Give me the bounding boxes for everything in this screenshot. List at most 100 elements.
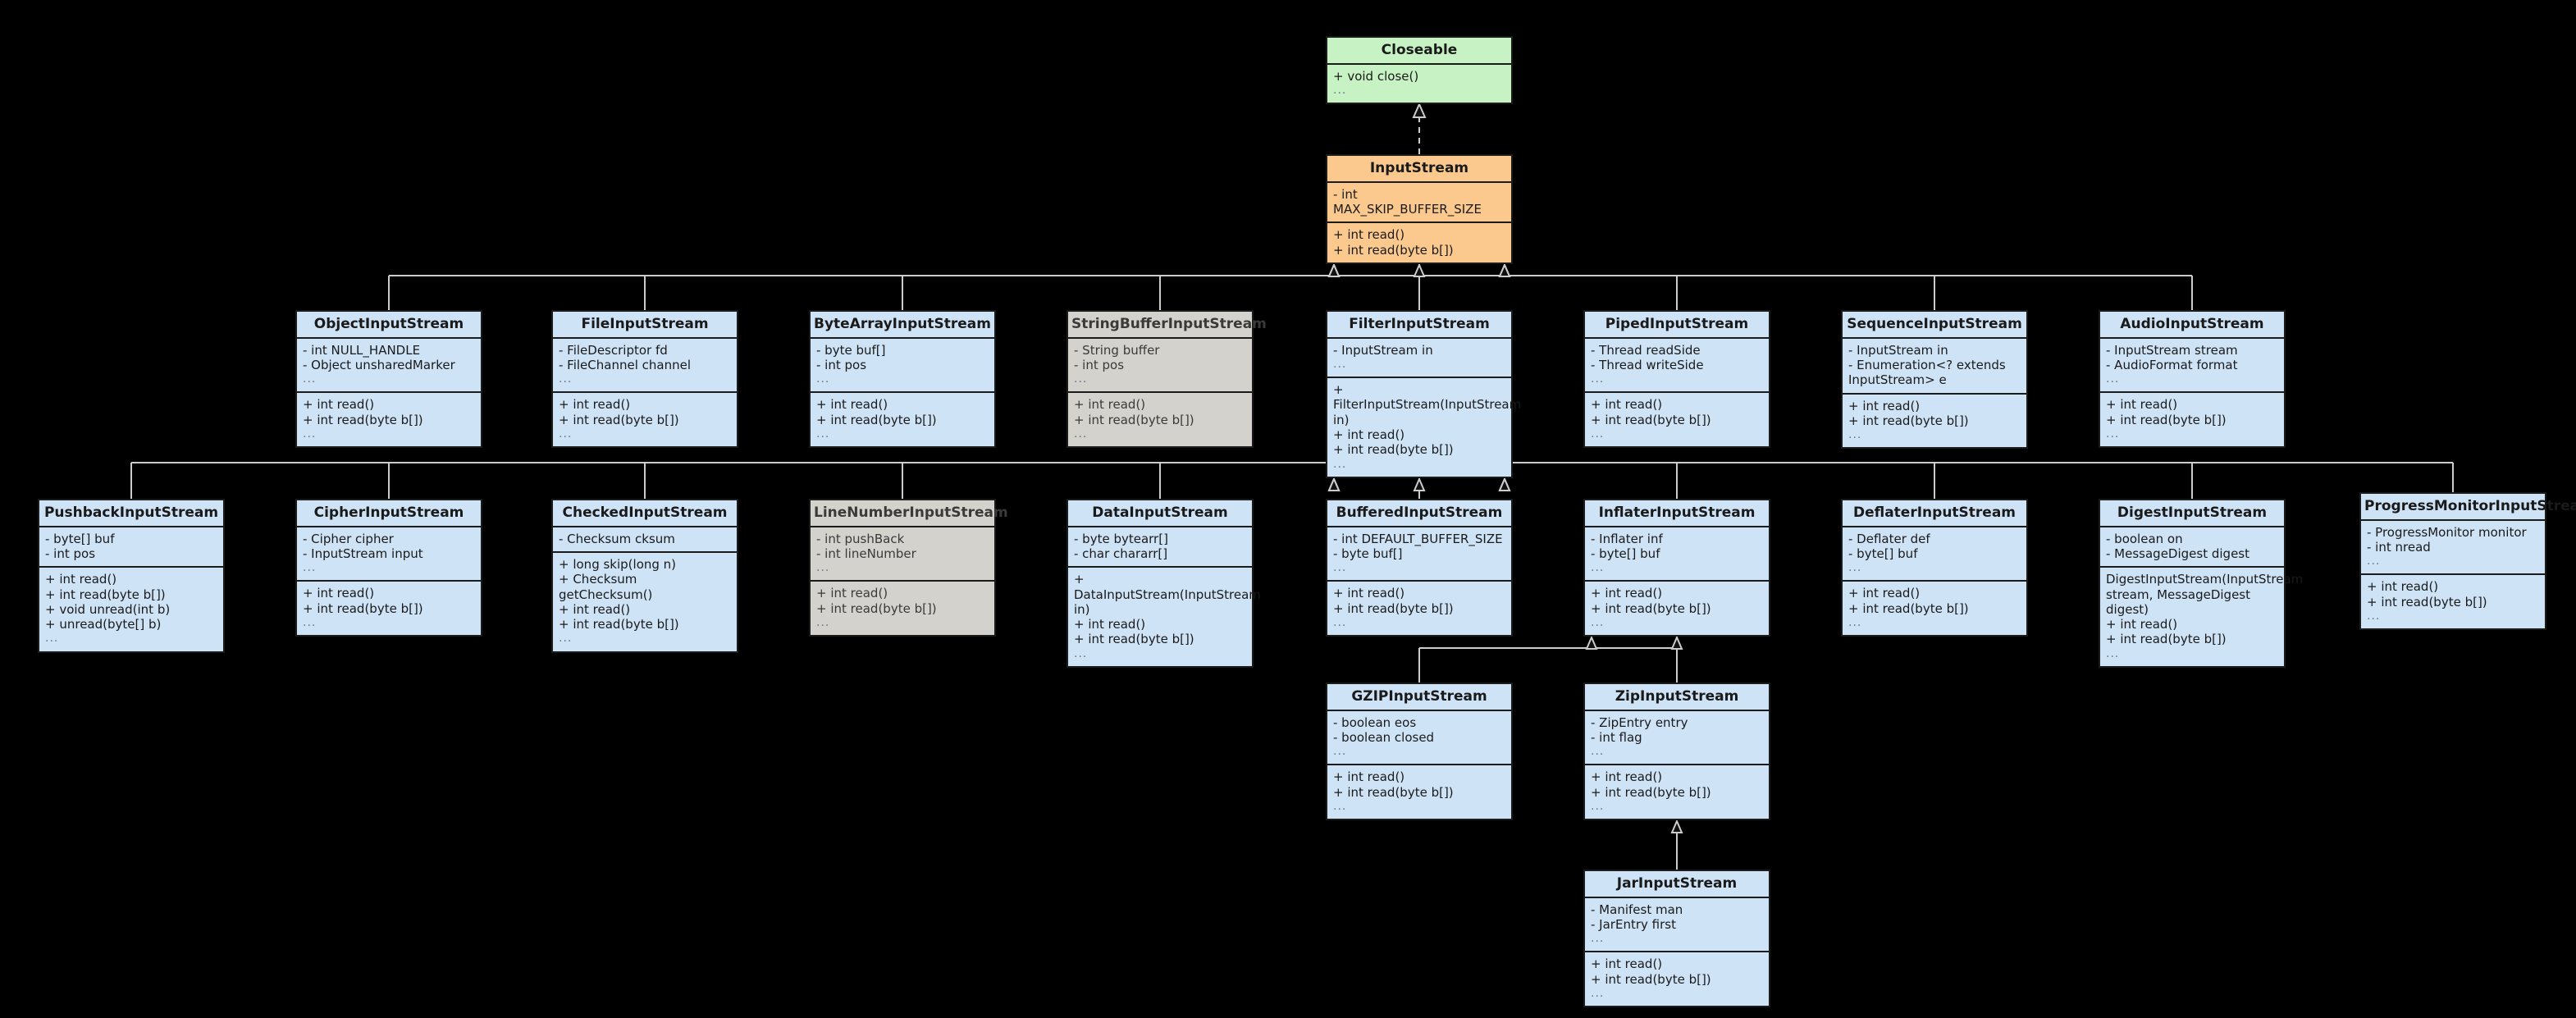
uml-class-audioinputstream[interactable]: AudioInputStream- InputStream stream- Au…	[2099, 310, 2286, 449]
ellipsis-marker: ...	[2106, 646, 2120, 660]
attribute-line: - boolean on	[2106, 531, 2183, 546]
attributes-compartment: - Deflater def- byte[] buf...	[1843, 527, 2026, 582]
method-line: + Checksum getChecksum()	[559, 572, 653, 602]
uml-class-deflaterinputstream[interactable]: DeflaterInputStream- Deflater def- byte[…	[1841, 499, 2028, 637]
method-line: + int read(byte b[])	[1333, 600, 1454, 616]
ellipsis-marker: ...	[1074, 427, 1088, 441]
uml-class-filterinputstream[interactable]: FilterInputStream- InputStream in...+ Fi…	[1326, 310, 1522, 478]
class-name: ObjectInputStream	[297, 312, 481, 339]
uml-class-digestinputstream[interactable]: DigestInputStream- boolean on- MessageDi…	[2099, 499, 2303, 668]
method-line: + int read()	[559, 397, 631, 413]
attribute-line: - FileChannel channel	[559, 357, 691, 372]
ellipsis-marker: ...	[559, 632, 573, 646]
attribute-line: - byte bytearr[]	[1074, 531, 1168, 546]
uml-class-pipedinputstream[interactable]: PipedInputStream- Thread readSide- Threa…	[1583, 310, 1770, 449]
uml-class-inflaterinputstream[interactable]: InflaterInputStream- Inflater inf- byte[…	[1583, 499, 1770, 637]
method-line: + int read()	[559, 601, 631, 617]
inheritance-arrowhead	[1327, 477, 1341, 491]
attributes-compartment: - Checksum cksum	[553, 527, 737, 553]
uml-class-linenumberinputstream[interactable]: LineNumberInputStream- int pushBack- int…	[809, 499, 1008, 637]
method-line: + int read(byte b[])	[1848, 600, 1969, 616]
uml-class-stringbufferinputstream[interactable]: StringBufferInputStream- String buffer- …	[1066, 310, 1267, 449]
methods-compartment: + DataInputStream(InputStream in)+ int r…	[1068, 568, 1261, 666]
method-line: + int read()	[2367, 579, 2439, 595]
attribute-line: - InputStream in	[1333, 342, 1433, 358]
methods-compartment: + int read()+ int read(byte b[])...	[297, 393, 481, 446]
ellipsis-marker: ...	[1591, 986, 1605, 1000]
attribute-line: - FileDescriptor fd	[559, 342, 668, 358]
method-line: + void unread(int b)	[45, 601, 171, 617]
method-line: + int read(byte b[])	[1333, 242, 1454, 258]
ellipsis-marker: ...	[816, 615, 830, 629]
uml-class-bufferedinputstream[interactable]: BufferedInputStream- int DEFAULT_BUFFER_…	[1326, 499, 1513, 637]
uml-class-closeable[interactable]: Closeable+ void close()...	[1326, 36, 1513, 105]
uml-class-zipinputstream[interactable]: ZipInputStream- ZipEntry entry- int flag…	[1583, 682, 1770, 821]
method-line: + int read()	[1333, 769, 1405, 785]
class-name: DataInputStream	[1068, 500, 1252, 527]
class-name: DeflaterInputStream	[1843, 500, 2026, 527]
method-line: + int read()	[1074, 397, 1146, 413]
attributes-compartment: - int NULL_HANDLE- Object unsharedMarker…	[297, 339, 481, 394]
attributes-compartment: - int MAX_SKIP_BUFFER_SIZE	[1327, 183, 1511, 224]
uml-class-fileinputstream[interactable]: FileInputStream - FileDescriptor fd- File…	[551, 310, 738, 449]
inheritance-arrowhead	[1413, 477, 1426, 491]
uml-class-objectinputstream[interactable]: ObjectInputStream- int NULL_HANDLE- Obje…	[295, 310, 482, 449]
attributes-compartment: - ZipEntry entry- int flag...	[1585, 711, 1769, 766]
attribute-line: - String buffer	[1074, 342, 1160, 358]
attributes-compartment: - byte[] buf- int pos	[39, 527, 223, 568]
class-name: BufferedInputStream	[1327, 500, 1511, 527]
uml-class-progressmonitorinputstream[interactable]: ProgressMonitorInputStream - ProgressMoni…	[2359, 492, 2576, 631]
attribute-line: - Deflater def	[1848, 531, 1930, 546]
inheritance-arrowhead	[1498, 477, 1511, 491]
ellipsis-marker: ...	[1074, 372, 1088, 386]
methods-compartment: + int read()+ int read(byte b[])...	[1068, 393, 1252, 446]
class-name: ZipInputStream	[1585, 684, 1769, 711]
method-line: + long skip(long n)	[559, 556, 677, 572]
methods-compartment: + int read()+ int read(byte b[])...	[1585, 765, 1769, 819]
uml-class-datainputstream[interactable]: DataInputStream- byte bytearr[]- char ch…	[1066, 499, 1261, 668]
attribute-line: - byte buf[]	[816, 342, 886, 358]
method-line: + int read()	[1074, 617, 1146, 632]
uml-class-jarinputstream[interactable]: JarInputStream- Manifest man- JarEntry f…	[1583, 870, 1770, 1008]
attribute-line: - boolean eos	[1333, 714, 1417, 730]
uml-class-gzipinputstream[interactable]: GZIPInputStream- boolean eos- boolean cl…	[1326, 682, 1513, 821]
uml-class-pushbackinputstream[interactable]: PushbackInputStream- byte[] buf- int pos…	[38, 499, 225, 653]
attribute-line: - Thread writeSide	[1591, 357, 1704, 372]
inheritance-arrowhead	[1412, 102, 1427, 118]
class-name: ProgressMonitorInputStream	[2361, 494, 2576, 521]
uml-class-checkedinputstream[interactable]: CheckedInputStream- Checksum cksum+ long…	[551, 499, 738, 653]
ellipsis-marker: ...	[1591, 615, 1605, 629]
uml-class-cipherinputstream[interactable]: CipherInputStream- Cipher cipher- InputS…	[295, 499, 482, 637]
attributes-compartment: - Inflater inf- byte[] buf...	[1585, 527, 1769, 582]
attributes-compartment: - int pushBack- int lineNumber...	[811, 527, 994, 582]
ellipsis-marker: ...	[1848, 615, 1862, 629]
method-line: + int read(byte b[])	[303, 412, 423, 427]
class-name: FileInputStream	[553, 312, 737, 339]
ellipsis-marker: ...	[1848, 561, 1862, 575]
attribute-line: - MessageDigest digest	[2106, 546, 2249, 561]
attribute-line: - int MAX_SKIP_BUFFER_SIZE	[1333, 186, 1482, 217]
uml-class-bytearrayinputstream[interactable]: ByteArrayInputStream- byte buf[]- int po…	[809, 310, 996, 449]
attribute-line: - ProgressMonitor monitor	[2367, 524, 2527, 540]
method-line: + int read()	[1591, 586, 1663, 601]
attribute-line: - byte[] buf	[45, 531, 115, 546]
attribute-line: - InputStream input	[303, 546, 423, 561]
method-line: + int read(byte b[])	[816, 600, 937, 616]
attribute-line: - boolean closed	[1333, 729, 1435, 745]
method-line: + int read()	[1333, 586, 1405, 601]
attributes-compartment: - String buffer- int pos...	[1068, 339, 1252, 394]
attribute-line: - Object unsharedMarker	[303, 357, 455, 372]
uml-class-inputstream[interactable]: InputStream- int MAX_SKIP_BUFFER_SIZE+ i…	[1326, 154, 1513, 264]
class-name: InflaterInputStream	[1585, 500, 1769, 527]
attributes-compartment: - boolean on- MessageDigest digest	[2100, 527, 2284, 568]
ellipsis-marker: ...	[1591, 561, 1605, 575]
ellipsis-marker: ...	[1333, 357, 1347, 371]
methods-compartment: + int read()+ int read(byte b[])...	[1585, 952, 1769, 1006]
methods-compartment: + int read()+ int read(byte b[])...	[1585, 393, 1769, 446]
uml-class-sequenceinputstream[interactable]: SequenceInputStream- InputStream in- Enu…	[1841, 310, 2028, 450]
method-line: + FilterInputStream(InputStream in)	[1333, 382, 1522, 427]
attributes-compartment: - Cipher cipher- InputStream input...	[297, 527, 481, 582]
ellipsis-marker: ...	[1333, 83, 1347, 97]
